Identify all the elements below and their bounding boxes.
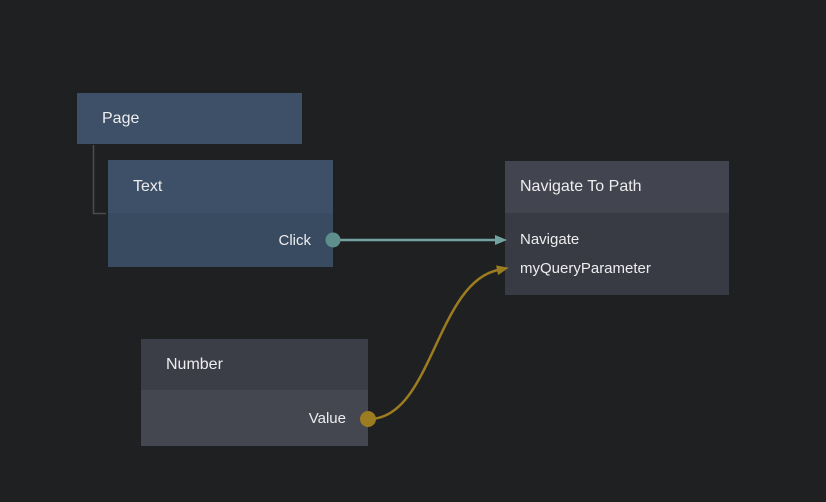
node-navigate-to-path-title: Navigate To Path [505,161,729,213]
myqueryparameter-input-port-label: myQueryParameter [520,260,651,277]
node-page[interactable]: Page [77,93,302,144]
node-text-ports: Click [108,213,333,267]
node-navigate-to-path-ports: Navigate myQueryParameter [505,213,729,295]
navigate-input-port-label: Navigate [520,231,580,248]
value-port-label: Value [308,409,346,427]
node-number-title: Number [141,339,368,390]
edge-value-to-myqueryparameter[interactable] [368,265,509,421]
node-text[interactable]: Text Click [108,160,333,267]
page-text-hierarchy-connector [92,145,106,215]
node-navigate-to-path[interactable]: Navigate To Path Navigate myQueryParamet… [505,161,729,295]
node-number[interactable]: Number Value [141,339,368,446]
node-page-title: Page [77,93,302,144]
click-port-label: Click [278,231,312,249]
node-number-ports: Value [141,390,368,446]
node-text-title: Text [108,160,333,213]
